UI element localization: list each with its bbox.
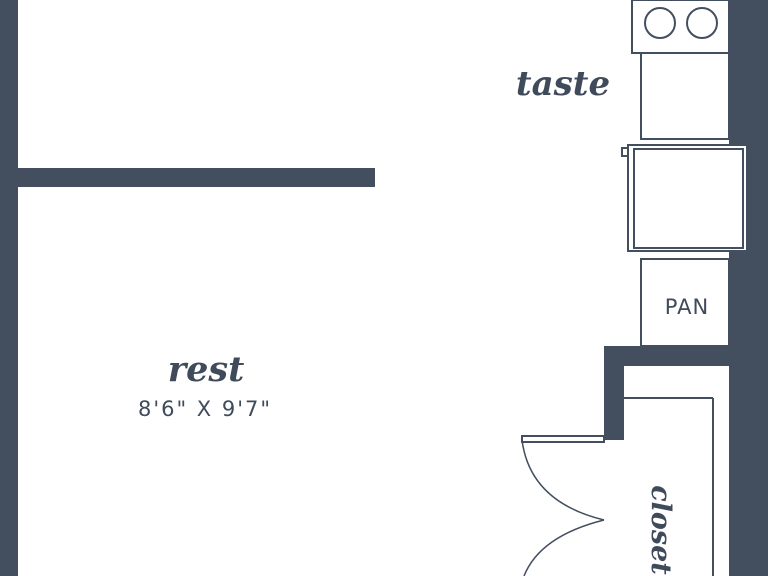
door-swing-upper: [521, 439, 605, 521]
refrigerator-inner: [633, 148, 744, 249]
room-name-taste: taste: [516, 64, 610, 104]
room-name-closet: closet: [645, 485, 676, 575]
burner-right: [686, 7, 718, 39]
refrigerator-outer: [627, 144, 748, 252]
interior-partition-wall: [18, 168, 375, 187]
closet-wall: [604, 346, 729, 440]
room-dimensions-rest: 8'6" X 9'7": [138, 397, 272, 421]
room-name-rest: rest: [168, 349, 245, 390]
door-panel: [521, 435, 605, 443]
double-swing-door-icon: [521, 435, 605, 576]
burner-left: [644, 7, 676, 39]
refrigerator-handle: [621, 147, 629, 157]
refrigerator-icon: [621, 144, 748, 252]
left-exterior-wall: [0, 0, 18, 576]
cooktop-burners-icon: [631, 0, 730, 54]
door-swing-lower: [523, 519, 605, 576]
pantry-cabinet: [640, 258, 730, 347]
cooktop: [631, 0, 730, 54]
closet-right-wall: [750, 366, 768, 576]
pantry-label: PAN: [665, 295, 709, 319]
